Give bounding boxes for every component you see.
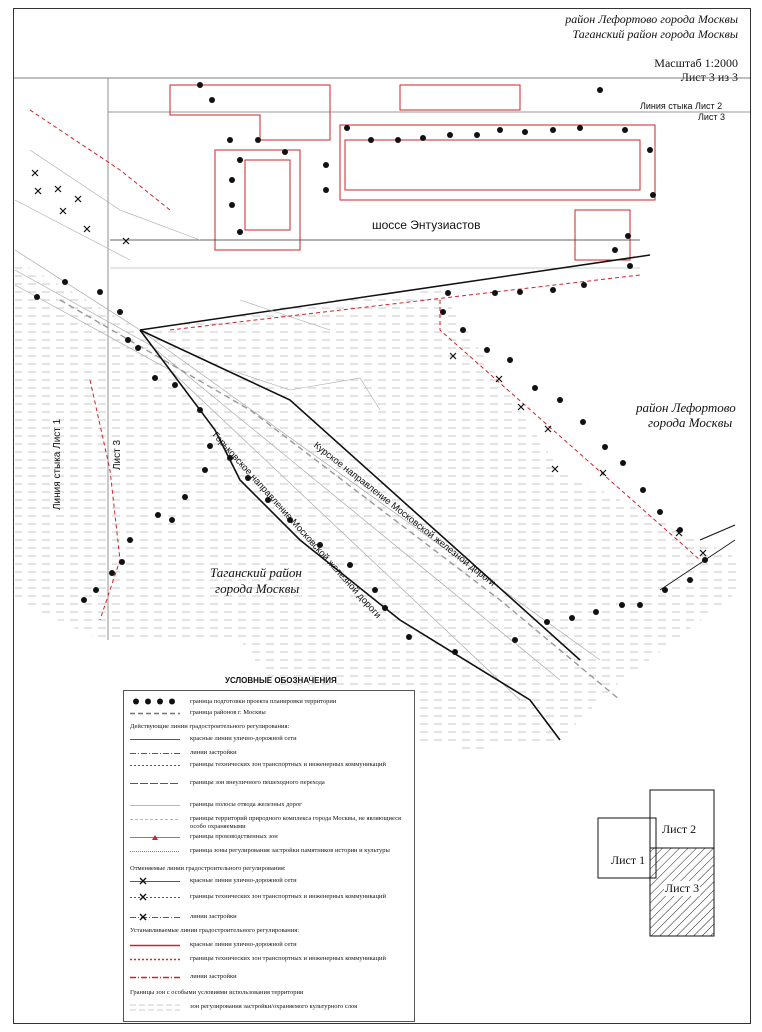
legend-symbol-new-tech <box>130 958 180 961</box>
boundary-edge <box>699 524 736 541</box>
district-label-right-2: города Москвы <box>648 415 733 430</box>
legend-text: красные линии улично-дорожной сети <box>190 877 297 884</box>
legend-symbol-tech <box>130 765 180 766</box>
legend-text: граница районов г. Москвы <box>190 709 266 716</box>
contour-lines <box>14 149 381 411</box>
district-label-left-1: Таганский район <box>210 565 302 580</box>
legend-symbol-nature <box>130 819 180 820</box>
legend-text: граница подготовки проекта планировки те… <box>190 698 337 705</box>
legend-text: границы производственных зон <box>190 833 278 840</box>
legend-symbol-cancel-tech <box>130 893 180 901</box>
legend-symbol-rail <box>130 805 180 806</box>
scale-label: Масштаб 1:2000 <box>654 56 738 70</box>
building-outlines <box>169 84 656 261</box>
legend-symbol-dots <box>133 698 175 705</box>
legend-heading: Действующие линии градостроительного рег… <box>130 723 290 730</box>
legend-text: границы территорий природного комплекса … <box>190 815 401 830</box>
highway-road <box>110 239 651 331</box>
junction-label-top-1: Линия стыка Лист 2 <box>640 101 723 111</box>
legend-symbol-district <box>130 712 180 715</box>
legend-text: красные линии улично-дорожной сети <box>190 941 297 948</box>
legend-symbol-cancel-build <box>130 913 180 921</box>
legend-text: границы технических зон транспортных и и… <box>190 761 386 768</box>
legend-text: границы технических зон транспортных и и… <box>190 893 386 900</box>
legend-text: границы технических зон транспортных и и… <box>190 955 386 962</box>
district-title-1: район Лефортово города Москвы <box>565 12 738 26</box>
legend-symbol-cancel-red <box>130 877 180 885</box>
legend-box: граница подготовки проекта планировки те… <box>123 690 415 1022</box>
cancelled-line-markers <box>31 169 707 557</box>
legend-symbol-build <box>130 753 180 754</box>
railway-corridor <box>14 249 621 741</box>
project-boundary-dots <box>34 82 708 655</box>
legend-symbol-new-red <box>130 944 180 947</box>
legend-text: красные линии улично-дорожной сети <box>190 735 297 742</box>
legend-heading: Границы зон с особыми условиями использо… <box>130 989 304 996</box>
red-boundary-lines <box>29 109 701 621</box>
legend-symbol-new-build <box>130 976 180 979</box>
boundary-edge <box>659 539 736 591</box>
district-label-left-2: города Москвы <box>215 581 300 596</box>
legend-text: линии застройки <box>190 749 237 756</box>
district-label-right-1: район Лефортово <box>636 400 736 415</box>
keymap-sheet3: Лист 3 <box>664 881 701 896</box>
legend-title: УСЛОВНЫЕ ОБОЗНАЧЕНИЯ <box>225 676 337 685</box>
district-title-2: Таганский район города Москвы <box>572 27 738 41</box>
legend-symbol-heritage <box>130 851 180 852</box>
road-label: шоссе Энтузиастов <box>372 218 481 232</box>
legend-heading: Отменяемые линии градостроительного регу… <box>130 865 286 872</box>
legend-text: линии застройки <box>190 973 237 980</box>
keymap-sheet1: Лист 1 <box>611 853 646 867</box>
legend-symbol-industrial <box>130 835 180 840</box>
junction-label-top-2: Лист 3 <box>698 112 726 122</box>
legend-text: границы полосы отвода железных дорог <box>190 801 302 808</box>
legend-text: зон регулирования застройки/охраняемого … <box>190 1003 358 1010</box>
keymap-sheet2: Лист 2 <box>662 822 697 836</box>
legend-heading: Устанавливаемые линии градостроительного… <box>130 927 300 934</box>
legend-text: граница зоны регулирования застройки пам… <box>190 847 390 854</box>
legend-text: границы зон внеуличного пешеходного пере… <box>190 779 325 786</box>
junction-label-left-2: Лист 3 <box>112 439 123 470</box>
sheet-label: Лист 3 из 3 <box>680 70 738 84</box>
zone-hatch <box>15 260 740 750</box>
legend-symbol-red <box>130 739 180 740</box>
legend-symbol-zone <box>130 1004 180 1011</box>
junction-label-left-1: Линия стыка Лист 1 <box>52 418 63 510</box>
legend-text: линии застройки <box>190 913 237 920</box>
legend-symbol-pedestrian <box>130 783 180 784</box>
